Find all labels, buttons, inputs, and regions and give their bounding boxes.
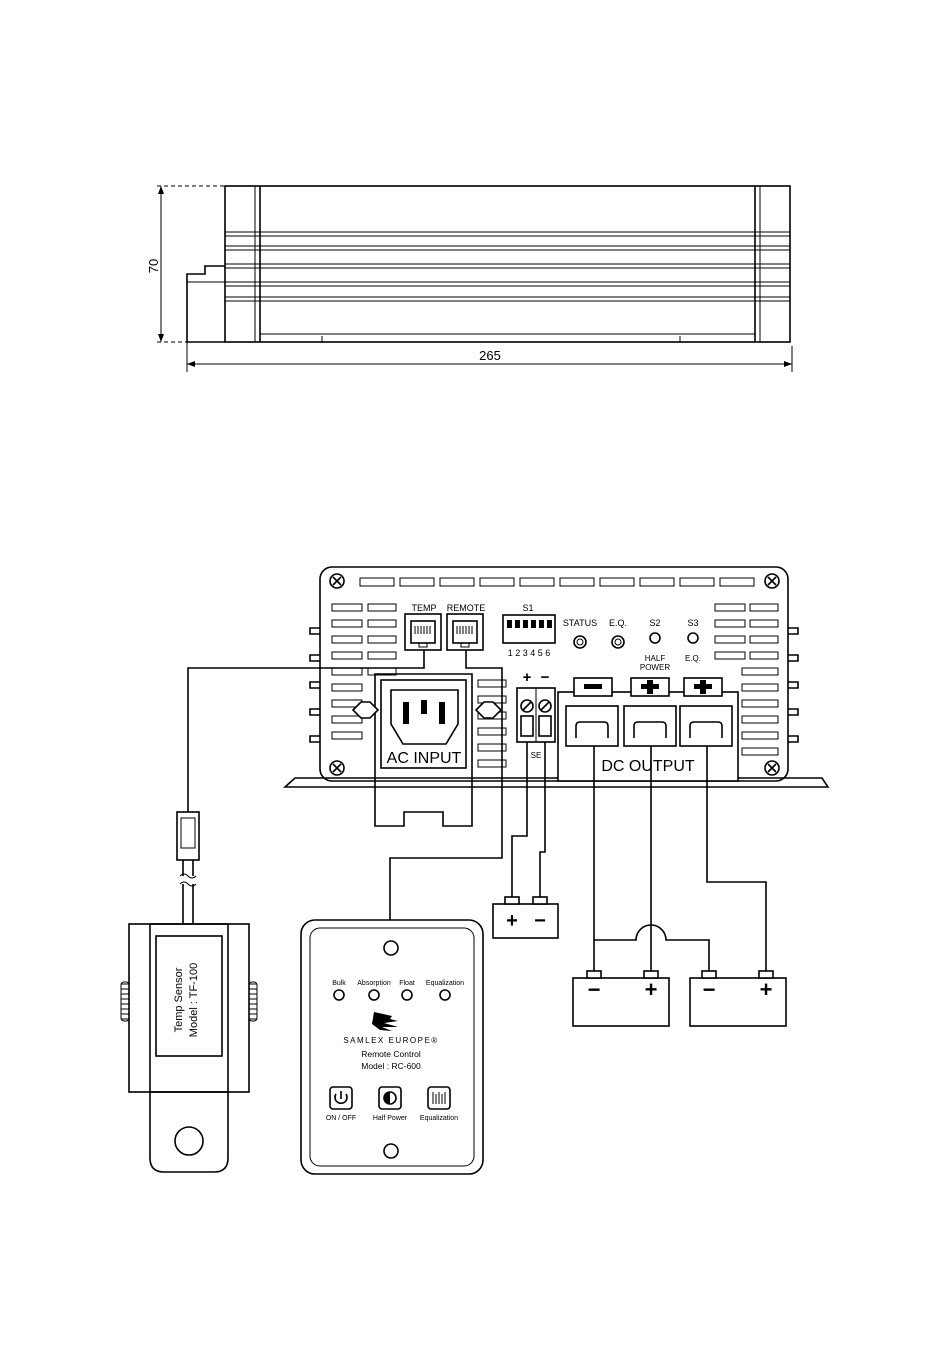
- s2-sub-half: HALF: [645, 654, 666, 663]
- sense-battery-plus: +: [506, 910, 518, 932]
- front-panel: TEMP REMOTE S1 1 2 3 4 5 6 STATUS E.Q: [285, 567, 828, 826]
- s3-sub-eq: E.Q.: [685, 654, 701, 663]
- remote-jack-label: REMOTE: [447, 603, 486, 613]
- rc-led-float: [402, 990, 412, 1000]
- status-label: STATUS: [563, 618, 597, 628]
- rc-led-label-absorption: Absorption: [357, 980, 391, 987]
- sense-battery-minus: −: [534, 910, 546, 932]
- dc-negative-terminal[interactable]: [574, 678, 612, 696]
- rc-button-label-equalization: Equalization: [420, 1115, 458, 1122]
- sense-label: SE: [531, 751, 542, 760]
- eq-led-label: E.Q.: [609, 618, 627, 628]
- s1-dip-switch[interactable]: [503, 615, 555, 643]
- temp-jack-label: TEMP: [411, 603, 436, 613]
- rc-title: Remote Control: [361, 1049, 421, 1059]
- rc-led-equalization: [440, 990, 450, 1000]
- ac-input-label: AC INPUT: [387, 750, 462, 767]
- battery-1-minus: −: [588, 977, 601, 1002]
- rc-button-label-on-off: ON / OFF: [326, 1115, 356, 1122]
- temp-sensor-line1: Temp Sensor: [173, 967, 185, 1032]
- s2-half-power-switch[interactable]: [650, 633, 660, 643]
- rc-led-bulk: [334, 990, 344, 1000]
- status-led: [574, 636, 586, 648]
- rc-equalization-button[interactable]: [428, 1087, 450, 1109]
- rc-led-label-equalization: Equalization: [426, 980, 464, 987]
- height-dimension: 70: [146, 259, 161, 273]
- eq-led: [612, 636, 624, 648]
- s3-eq-switch[interactable]: [688, 633, 698, 643]
- dc-output-label: DC OUTPUT: [601, 758, 695, 775]
- rc-led-label-float: Float: [399, 980, 415, 987]
- s2-sub-power: POWER: [640, 663, 670, 672]
- rc-brand: SAMLEX EUROPE®: [343, 1036, 438, 1045]
- remote-control: [301, 920, 483, 1174]
- dc-positive-terminal-2[interactable]: [684, 678, 722, 696]
- rc-button-label-half-power: Half Power: [373, 1115, 408, 1122]
- dc-positive-terminal-1[interactable]: [631, 678, 669, 696]
- s3-label: S3: [687, 618, 698, 628]
- battery-1-plus: +: [645, 977, 658, 1002]
- sense-minus-label: −: [541, 669, 550, 686]
- sense-terminal-block[interactable]: [517, 688, 555, 742]
- temp-jack[interactable]: [405, 614, 441, 650]
- rc-led-label-bulk: Bulk: [332, 980, 346, 987]
- s2-label: S2: [649, 618, 660, 628]
- temp-sensor-line2: Model : TF-100: [188, 963, 200, 1037]
- battery-2-minus: −: [703, 977, 716, 1002]
- rc-led-absorption: [369, 990, 379, 1000]
- sense-plus-label: +: [523, 669, 532, 686]
- battery-2-plus: +: [760, 977, 773, 1002]
- rc-on-off-button[interactable]: [330, 1087, 352, 1109]
- remote-jack[interactable]: [447, 614, 483, 650]
- sense-battery: [493, 897, 558, 938]
- half-circle-icon: [384, 1092, 396, 1104]
- rc-model: Model : RC-600: [361, 1061, 421, 1071]
- side-view: 70 265: [146, 186, 792, 372]
- s1-label: S1: [522, 603, 533, 613]
- length-dimension: 265: [479, 348, 501, 363]
- rc-half-power-button[interactable]: [379, 1087, 401, 1109]
- s1-numbers: 1 2 3 4 5 6: [508, 648, 551, 658]
